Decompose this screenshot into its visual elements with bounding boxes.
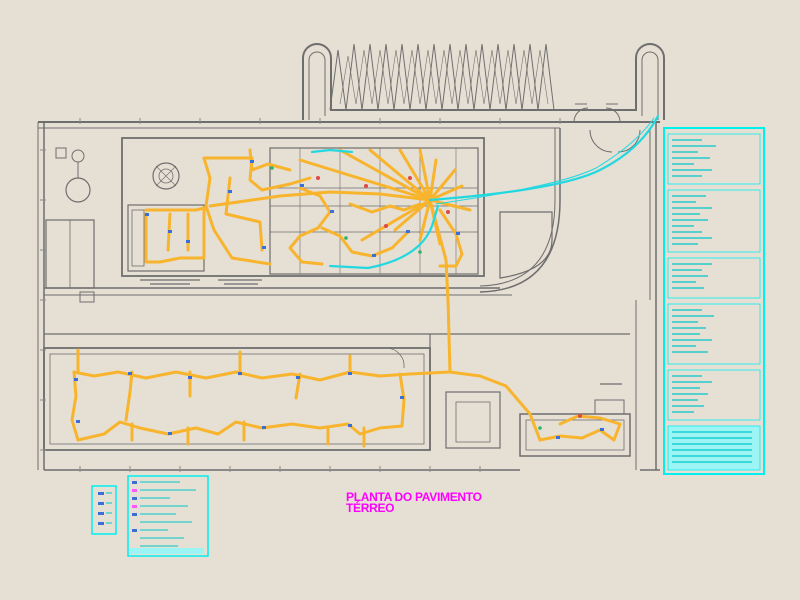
column-markers	[40, 118, 561, 472]
entrance-doors	[573, 103, 641, 153]
north-wing	[302, 43, 665, 120]
central-block	[121, 137, 485, 285]
electrical-wiring	[70, 148, 622, 448]
drawing-title: PLANTA DO PAVIMENTO TÉRREO	[346, 490, 482, 515]
symbol-legend	[91, 475, 209, 557]
legend-table	[663, 127, 765, 475]
electrical-devices	[74, 160, 604, 439]
building-outline	[37, 121, 660, 471]
feeder-wiring	[310, 114, 660, 270]
south-block	[43, 300, 637, 470]
